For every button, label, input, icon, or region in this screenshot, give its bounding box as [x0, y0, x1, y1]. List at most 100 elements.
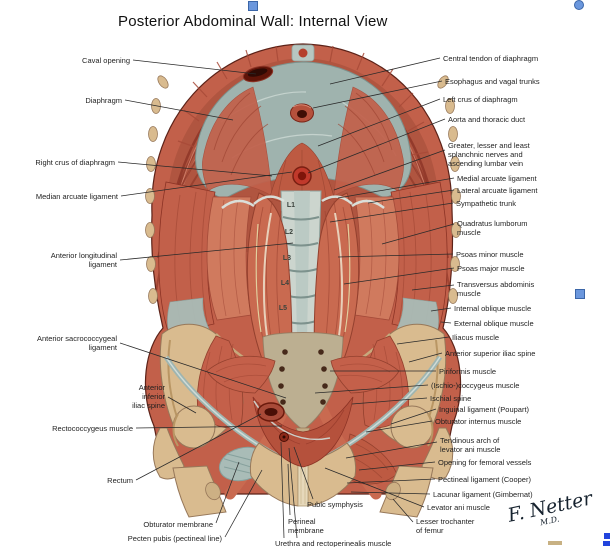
sympathetic-trunk-line [255, 223, 262, 333]
label-pubic-symphysis-leader [293, 446, 314, 500]
label-right-crus-of-diaphragm-leader [117, 161, 273, 177]
label-urethra-rectoperinealis-leader [288, 447, 298, 539]
label-obturator-internus: Obturator internus muscle [435, 417, 522, 426]
label-internal-oblique: Internal oblique muscle [454, 304, 532, 313]
thoracic-spine [291, 44, 315, 62]
label-ischiococcygeus-muscle-leader [314, 384, 429, 394]
label-perineal-membrane: Perineal membrane [288, 517, 324, 535]
label-right-crus-of-diaphragm: Right crus of diaphragm [35, 158, 115, 167]
label-lateral-arcuate-ligament-leader [367, 189, 455, 204]
label-quadratus-lumborum-leader [381, 223, 455, 245]
label-piriformis-muscle: Piriformis muscle [439, 367, 497, 376]
label-rectococcygeus-muscle-leader [135, 425, 283, 429]
label-splanchnic-nerves-leader [333, 149, 446, 191]
vertebra-label-l2: L2 [285, 229, 293, 236]
label-levator-ani-muscle: Levator ani muscle [427, 503, 490, 512]
label-urethra-rectoperinealis: Urethra and rectoperinealis muscle [275, 539, 392, 547]
label-lateral-arcuate-ligament: Lateral arcuate ligament [457, 186, 538, 195]
signature-mark [548, 541, 562, 545]
label-aorta-thoracic-duct: Aorta and thoracic duct [448, 115, 526, 124]
label-ischiococcygeus-muscle: (Ischio-)coccygeus muscle [431, 381, 520, 390]
label-lacunar-ligament-leader [350, 491, 431, 495]
selection-handle-top[interactable] [248, 1, 258, 11]
label-rectococcygeus-muscle: Rectococcygeus muscle [52, 424, 133, 433]
femora [152, 405, 454, 518]
vertebra-label-l5: L5 [279, 305, 287, 312]
label-rectum-leader [135, 413, 262, 481]
label-medial-arcuate-ligament: Medial arcuate ligament [457, 174, 537, 183]
label-rectum: Rectum [107, 476, 133, 485]
label-esophagus-vagal-trunks: Esophagus and vagal trunks [445, 77, 540, 86]
pelvic-floor [252, 396, 354, 468]
label-psoas-major: Psoas major muscle [457, 264, 525, 273]
cut-rib-sections [145, 75, 461, 304]
label-pectineal-ligament: Pectineal ligament (Cooper) [438, 475, 531, 484]
label-anterior-superior-iliac-spine-leader [408, 352, 443, 363]
label-iliacus-muscle-leader [396, 336, 450, 345]
label-esophagus-vagal-trunks-leader [312, 80, 443, 109]
label-diaphragm-leader [124, 99, 234, 121]
label-anterior-longitudinal-ligament: Anterior longitudinal ligament [50, 251, 117, 269]
label-tendinous-arch-levator-ani-leader [345, 441, 438, 459]
psoas-minor-tendon [262, 212, 272, 337]
diaphragm [177, 45, 429, 204]
label-pubic-symphysis: Pubic symphysis [307, 500, 363, 509]
label-median-arcuate-ligament-leader [120, 171, 293, 197]
label-anterior-longitudinal-ligament-leader [119, 242, 294, 261]
arcuate-ligaments [221, 195, 385, 209]
label-splanchnic-nerves: Greater, lesser and least splanchnic ner… [448, 141, 530, 168]
label-psoas-minor-leader [337, 253, 454, 258]
label-caval-opening-leader [132, 59, 257, 75]
label-anterior-inferior-iliac-spine-leader [167, 396, 197, 414]
label-perineal-membrane-leader [287, 463, 291, 516]
vertebra-label-l3: L3 [283, 255, 291, 262]
caval-opening [242, 65, 274, 83]
vertebra-label-l4: L4 [281, 280, 289, 287]
label-internal-oblique-leader [430, 307, 452, 312]
label-anterior-inferior-iliac-spine: Anterior inferior iliac spine [132, 383, 165, 410]
label-inguinal-ligament: Inguinal ligament (Poupart) [439, 405, 530, 414]
label-opening-femoral-vessels: Opening for femoral vessels [438, 458, 532, 467]
selection-handle-right[interactable] [575, 289, 585, 299]
label-ischial-spine: Ischial spine [430, 394, 472, 403]
label-lesser-trochanter-leader [392, 498, 414, 523]
label-iliacus-muscle: Iliacus muscle [452, 333, 500, 342]
selection-handle-top-right[interactable] [574, 0, 584, 10]
esophageal-hiatus [290, 103, 314, 123]
label-anterior-superior-iliac-spine: Anterior superior iliac spine [445, 349, 536, 358]
label-central-tendon-of-diaphragm-leader [329, 57, 441, 85]
label-tendinous-arch-levator-ani: Tendinous arch of levator ani muscle [440, 436, 501, 454]
label-left-crus-of-diaphragm: Left crus of diaphragm [443, 95, 518, 104]
sacral-foramina [278, 349, 328, 405]
label-left-crus-of-diaphragm-leader [317, 98, 441, 147]
figure-title: Posterior Abdominal Wall: Internal View [118, 13, 388, 30]
sacrum [262, 332, 344, 431]
label-lacunar-ligament: Lacunar ligament (Gimbernat) [433, 490, 533, 499]
lesser-trochanter [385, 481, 401, 501]
label-obturator-internus-leader [365, 420, 433, 433]
label-opening-femoral-vessels-leader [358, 461, 436, 471]
label-obturator-membrane: Obturator membrane [143, 520, 213, 529]
label-transversus-abdominis: Transversus abdominis muscle [457, 280, 535, 298]
page-edge-artifact-1 [604, 533, 610, 539]
label-psoas-major-leader [343, 267, 455, 285]
aortic-hiatus [292, 166, 312, 186]
lumbar-spine [280, 190, 322, 341]
label-levator-ani-muscle-leader [324, 467, 425, 508]
label-lesser-trochanter: Lesser trochanter of femur [416, 517, 475, 535]
label-sympathetic-trunk-leader [329, 202, 454, 223]
label-central-tendon-of-diaphragm: Central tendon of diaphragm [443, 54, 539, 63]
label-obturator-membrane-leader [215, 461, 240, 524]
label-pecten-pubis: Pecten pubis (pectineal line) [127, 534, 222, 543]
label-external-oblique-leader [440, 321, 452, 324]
quadratus-lumborum [206, 196, 400, 321]
label-anterior-sacrococcygeal-ligament: Anterior sacrococcygeal ligament [36, 334, 117, 352]
label-inguinal-ligament-leader [390, 408, 437, 425]
vertebra-label-l1: L1 [287, 202, 295, 209]
label-medial-arcuate-ligament-leader [337, 177, 455, 199]
label-external-oblique: External oblique muscle [454, 319, 534, 328]
label-psoas-minor: Psoas minor muscle [456, 250, 524, 259]
label-diaphragm: Diaphragm [85, 96, 122, 105]
